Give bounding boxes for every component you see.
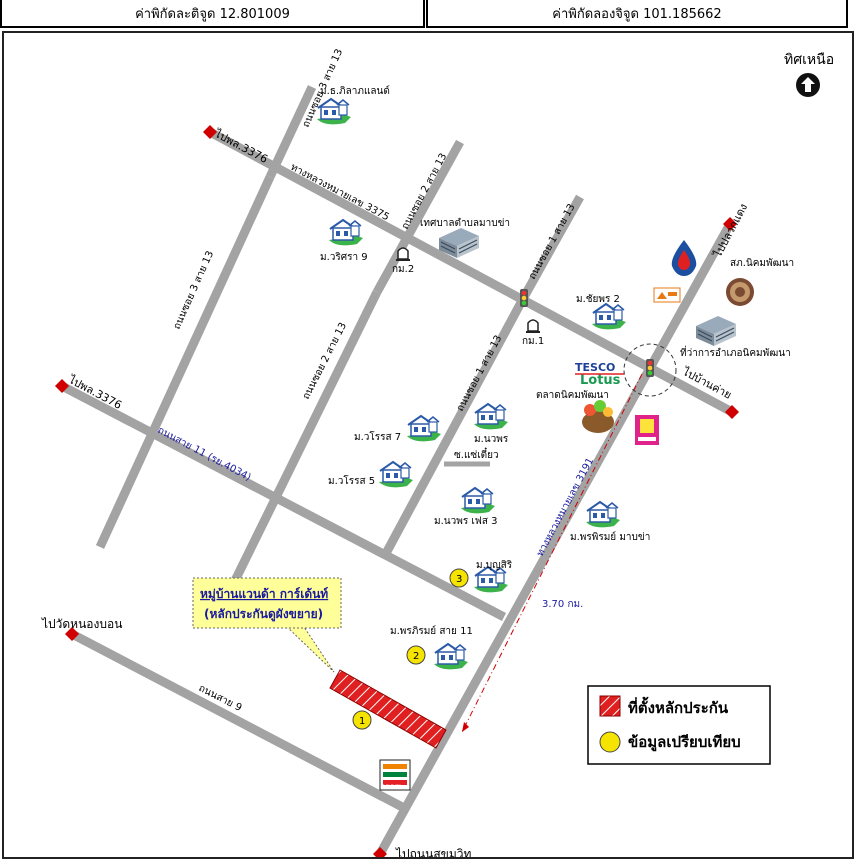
latitude-cell: ค่าพิกัดละติจูด 12.801009 xyxy=(0,0,425,28)
road-soi2-lower xyxy=(217,290,382,609)
store-sign-icon xyxy=(635,415,659,445)
district-office-building-icon xyxy=(695,315,737,347)
house-icon xyxy=(591,303,627,331)
label-m-wararot5: ม.วโรรส 5 xyxy=(328,474,375,487)
dest-3376-top: ไปพล.3376 xyxy=(212,127,270,166)
dest-sukhumvit: ไปถนนสุขุมวิท xyxy=(395,847,472,857)
comparison-marker-2: 2 xyxy=(406,645,426,665)
house-icon xyxy=(473,403,509,431)
label-soi1-upper: ถนนซอย 1 สาย 13 xyxy=(527,202,578,281)
road-9 xyxy=(69,630,411,814)
label-m-noraphon: ม.นวพร xyxy=(474,434,509,445)
road-soi3-upper xyxy=(265,85,317,179)
legend-comparison-swatch xyxy=(599,731,621,753)
legend: ที่ตั้งหลักประกัน ข้อมูลเปรียบเทียบ xyxy=(587,685,771,765)
collateral-site xyxy=(329,669,447,749)
road-highway-3375 xyxy=(207,128,735,416)
distance-label: 3.70 กม. xyxy=(542,599,583,610)
km-marker-icon xyxy=(526,319,540,333)
dest-plaek-daeng: ไปปลวกแดง xyxy=(711,201,750,260)
seven-eleven-logo: 7-ELEVEN xyxy=(379,759,411,791)
callout-title: หมู่บ้านแวนด้า การ์เด้นท์ xyxy=(200,587,328,602)
distance-line xyxy=(461,373,643,733)
label-municipality: เทศบาลตำบลมาบข่า xyxy=(420,218,510,229)
label-m-wararot7: ม.วโรรส 7 xyxy=(354,430,401,443)
tesco-text: TESCO xyxy=(575,361,615,374)
compass-label: ทิศเหนือ xyxy=(784,52,834,68)
marker-3-label: 3 xyxy=(456,574,462,585)
traffic-light-icon xyxy=(520,289,528,307)
comparison-marker-3: 3 xyxy=(449,568,469,588)
road-soi2-upper xyxy=(373,139,464,295)
label-district-office: ที่ว่าการอำเภอนิคมพัฒนา xyxy=(680,345,791,359)
marker-2-label: 2 xyxy=(413,651,419,662)
comparison-marker-1: 1 xyxy=(352,710,372,730)
label-km1: กม.1 xyxy=(522,336,544,347)
collateral-callout: หมู่บ้านแวนด้า การ์เด้นท์ (หลักประกันดูผ… xyxy=(192,577,342,673)
lotus-text: Lotus xyxy=(580,373,621,388)
road-11 xyxy=(59,382,507,621)
distance-arrowhead-icon xyxy=(462,722,469,732)
label-highway-3375: ทางหลวงหมายเลข 3375 xyxy=(289,162,391,223)
label-m-chaiyaphon: ม.ชัยพร 2 xyxy=(576,294,620,305)
roads xyxy=(59,85,735,857)
road-soi1-lower xyxy=(380,294,528,560)
house-icon xyxy=(433,643,469,671)
legend-collateral-swatch xyxy=(599,695,621,717)
map-frame: ถนนซอย 3 สาย 13 ถนนซอย 3 สาย 13 ถนนซอย 2… xyxy=(2,31,854,859)
label-market: ตลาดนิคมพัฒนา xyxy=(536,390,609,401)
label-m-phonphirom11: ม.พรภิรมย์ สาย 11 xyxy=(390,625,473,637)
label-soi1-lower: ถนนซอย 1 สาย 13 xyxy=(455,334,504,414)
coordinates-header: ค่าพิกัดละติจูด 12.801009 ค่าพิกัดลองจิจ… xyxy=(0,0,859,30)
label-school: สภ.นิคมพัฒนา xyxy=(730,258,794,269)
north-arrow-icon xyxy=(796,73,820,97)
location-map: ถนนซอย 3 สาย 13 ถนนซอย 3 สาย 13 ถนนซอย 2… xyxy=(41,47,834,857)
label-side-lane: ซ.แซ่เตี๋ยว xyxy=(454,447,499,461)
traffic-light-icon xyxy=(646,359,654,377)
marker-1-label: 1 xyxy=(359,716,365,727)
compass: ทิศเหนือ xyxy=(784,52,834,97)
label-m-wirichara: ม.วริศรา 9 xyxy=(320,252,368,263)
longitude-cell: ค่าพิกัดลองจิจูด 101.185662 xyxy=(426,0,848,28)
callout-subtitle: (หลักประกันดูผังขยาย) xyxy=(204,607,323,622)
road-soi1-upper xyxy=(520,194,584,300)
label-m-noraphon-ville: ม.นวพร เฟส 3 xyxy=(434,516,498,527)
label-m-phonphirom-mabkha: ม.พรพิรมย์ มาบข่า xyxy=(570,531,650,543)
km-marker-icon xyxy=(396,247,410,261)
house-icon xyxy=(585,501,621,529)
label-m-thiphalan: ม.ธ.ภิลาภแลนด์ xyxy=(320,85,390,97)
dest-wat-nong-bon: ไปวัดหนองบอน xyxy=(41,617,122,631)
seal-icon xyxy=(726,278,754,306)
road-soi3-lower xyxy=(95,175,275,549)
label-m-bunsiri: ม.บุญสิริ xyxy=(476,560,513,571)
gas-station-icon xyxy=(671,240,697,276)
legend-collateral-label: ที่ตั้งหลักประกัน xyxy=(628,696,729,717)
market-basket-icon xyxy=(582,400,614,433)
seven-eleven-text: 7-ELEVEN xyxy=(382,784,402,789)
house-icon xyxy=(378,461,414,489)
label-highway-3191: ทางหลวงหมายเลข 3191 xyxy=(535,456,596,558)
house-icon xyxy=(406,415,442,443)
road-highway-3191 xyxy=(376,221,734,857)
house-icon xyxy=(460,487,496,515)
label-km2: กม.2 xyxy=(392,264,414,275)
company-logo-icon xyxy=(653,287,681,303)
legend-comparison-label: ข้อมูลเปรียบเทียบ xyxy=(628,733,741,752)
label-road11: ถนนสาย 11 (รย.4034) xyxy=(156,425,253,484)
tesco-lotus-logo: TESCO Lotus xyxy=(575,361,624,388)
house-icon xyxy=(328,219,364,247)
intersection-circle xyxy=(623,343,677,397)
